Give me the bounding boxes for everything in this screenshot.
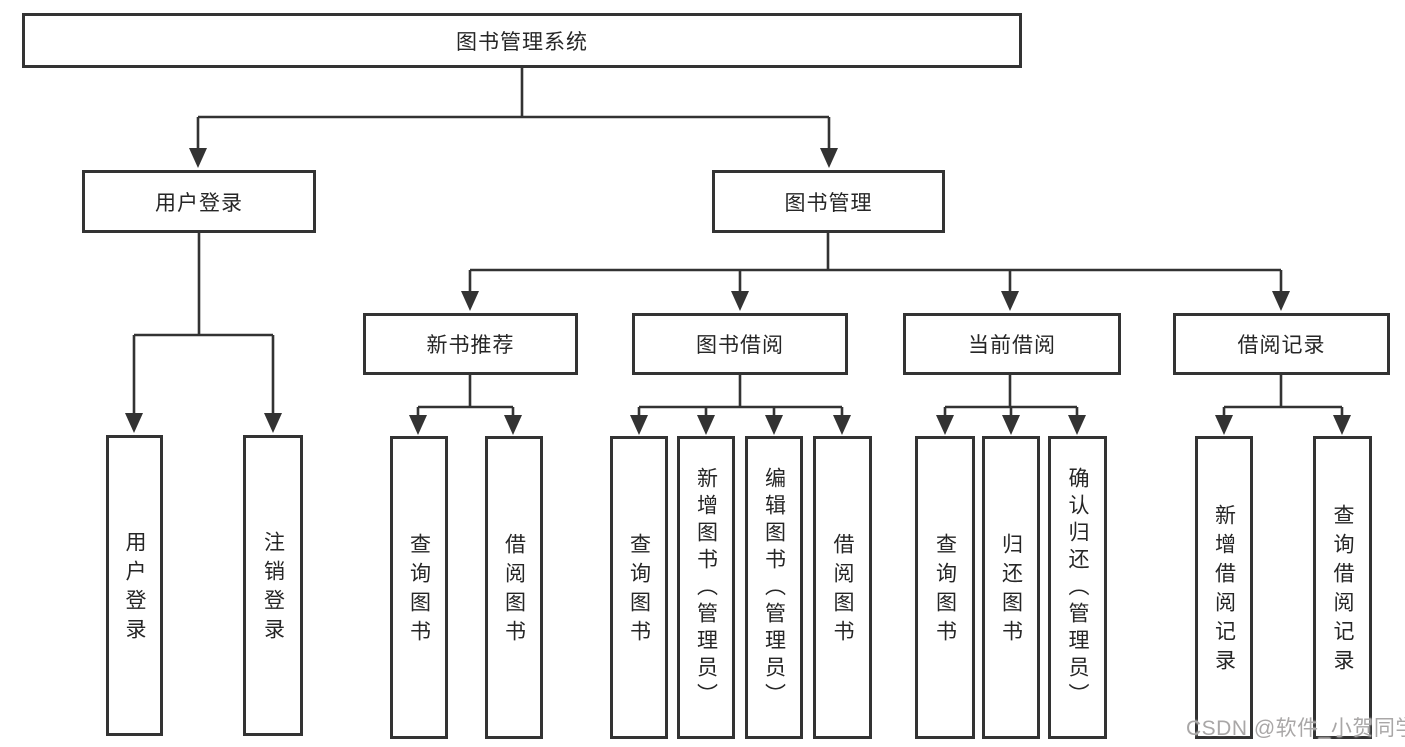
- arrowhead-icon: [697, 415, 715, 435]
- connector-bookborrow-to-children: [637, 375, 844, 419]
- arrowhead-icon: [731, 291, 749, 311]
- node-leaf-user-login: 用户登录: [106, 435, 163, 736]
- connector-borrowrecord-to-children: [1222, 375, 1344, 419]
- connector-newbook-to-children: [416, 375, 515, 419]
- node-leaf-query-borrow-record: 查询借阅记录: [1313, 436, 1372, 739]
- arrowhead-icon: [833, 415, 851, 435]
- connector-userlogin-to-children: [132, 233, 275, 416]
- node-current-borrowing: 当前借阅: [903, 313, 1121, 375]
- arrowhead-icon: [1333, 415, 1351, 435]
- node-leaf-query-books-2: 查询图书: [610, 436, 668, 739]
- node-leaf-borrow-books-1: 借阅图书: [485, 436, 543, 739]
- arrowhead-icon: [1002, 415, 1020, 435]
- arrowhead-icon: [1215, 415, 1233, 435]
- arrowhead-icon: [820, 148, 838, 168]
- node-leaf-add-borrow-record: 新增借阅记录: [1195, 436, 1253, 739]
- arrowhead-icon: [765, 415, 783, 435]
- connector-currentborrow-to-children: [943, 375, 1079, 419]
- arrowhead-icon: [1001, 291, 1019, 311]
- node-book-management-module: 图书管理: [712, 170, 945, 233]
- arrowhead-icon: [264, 413, 282, 433]
- node-user-login-module: 用户登录: [82, 170, 316, 233]
- node-leaf-confirm-return-admin: 确认归还（管理员）: [1048, 436, 1107, 739]
- node-leaf-query-books-3: 查询图书: [915, 436, 975, 739]
- connector-root-to-level2: [196, 68, 831, 151]
- arrowhead-icon: [936, 415, 954, 435]
- csdn-watermark: CSDN @软件_小贺同学: [1186, 717, 1405, 740]
- arrowhead-icon: [630, 415, 648, 435]
- arrowhead-icon: [189, 148, 207, 168]
- arrowhead-icon: [409, 415, 427, 435]
- arrowhead-icon: [1272, 291, 1290, 311]
- node-root-system: 图书管理系统: [22, 13, 1022, 68]
- arrowhead-icon: [125, 413, 143, 433]
- node-leaf-edit-books-admin: 编辑图书（管理员）: [745, 436, 803, 739]
- arrowhead-icon: [461, 291, 479, 311]
- node-leaf-borrow-books-2: 借阅图书: [813, 436, 872, 739]
- connector-bookmgmt-to-level3: [468, 233, 1283, 294]
- arrowhead-icon: [1068, 415, 1086, 435]
- node-leaf-query-books-1: 查询图书: [390, 436, 448, 739]
- node-leaf-add-books-admin: 新增图书（管理员）: [677, 436, 735, 739]
- node-new-book-recommend: 新书推荐: [363, 313, 578, 375]
- node-leaf-return-books: 归还图书: [982, 436, 1040, 739]
- node-leaf-logout: 注销登录: [243, 435, 303, 736]
- node-borrowing-records: 借阅记录: [1173, 313, 1390, 375]
- arrowhead-icon: [504, 415, 522, 435]
- node-book-borrowing: 图书借阅: [632, 313, 848, 375]
